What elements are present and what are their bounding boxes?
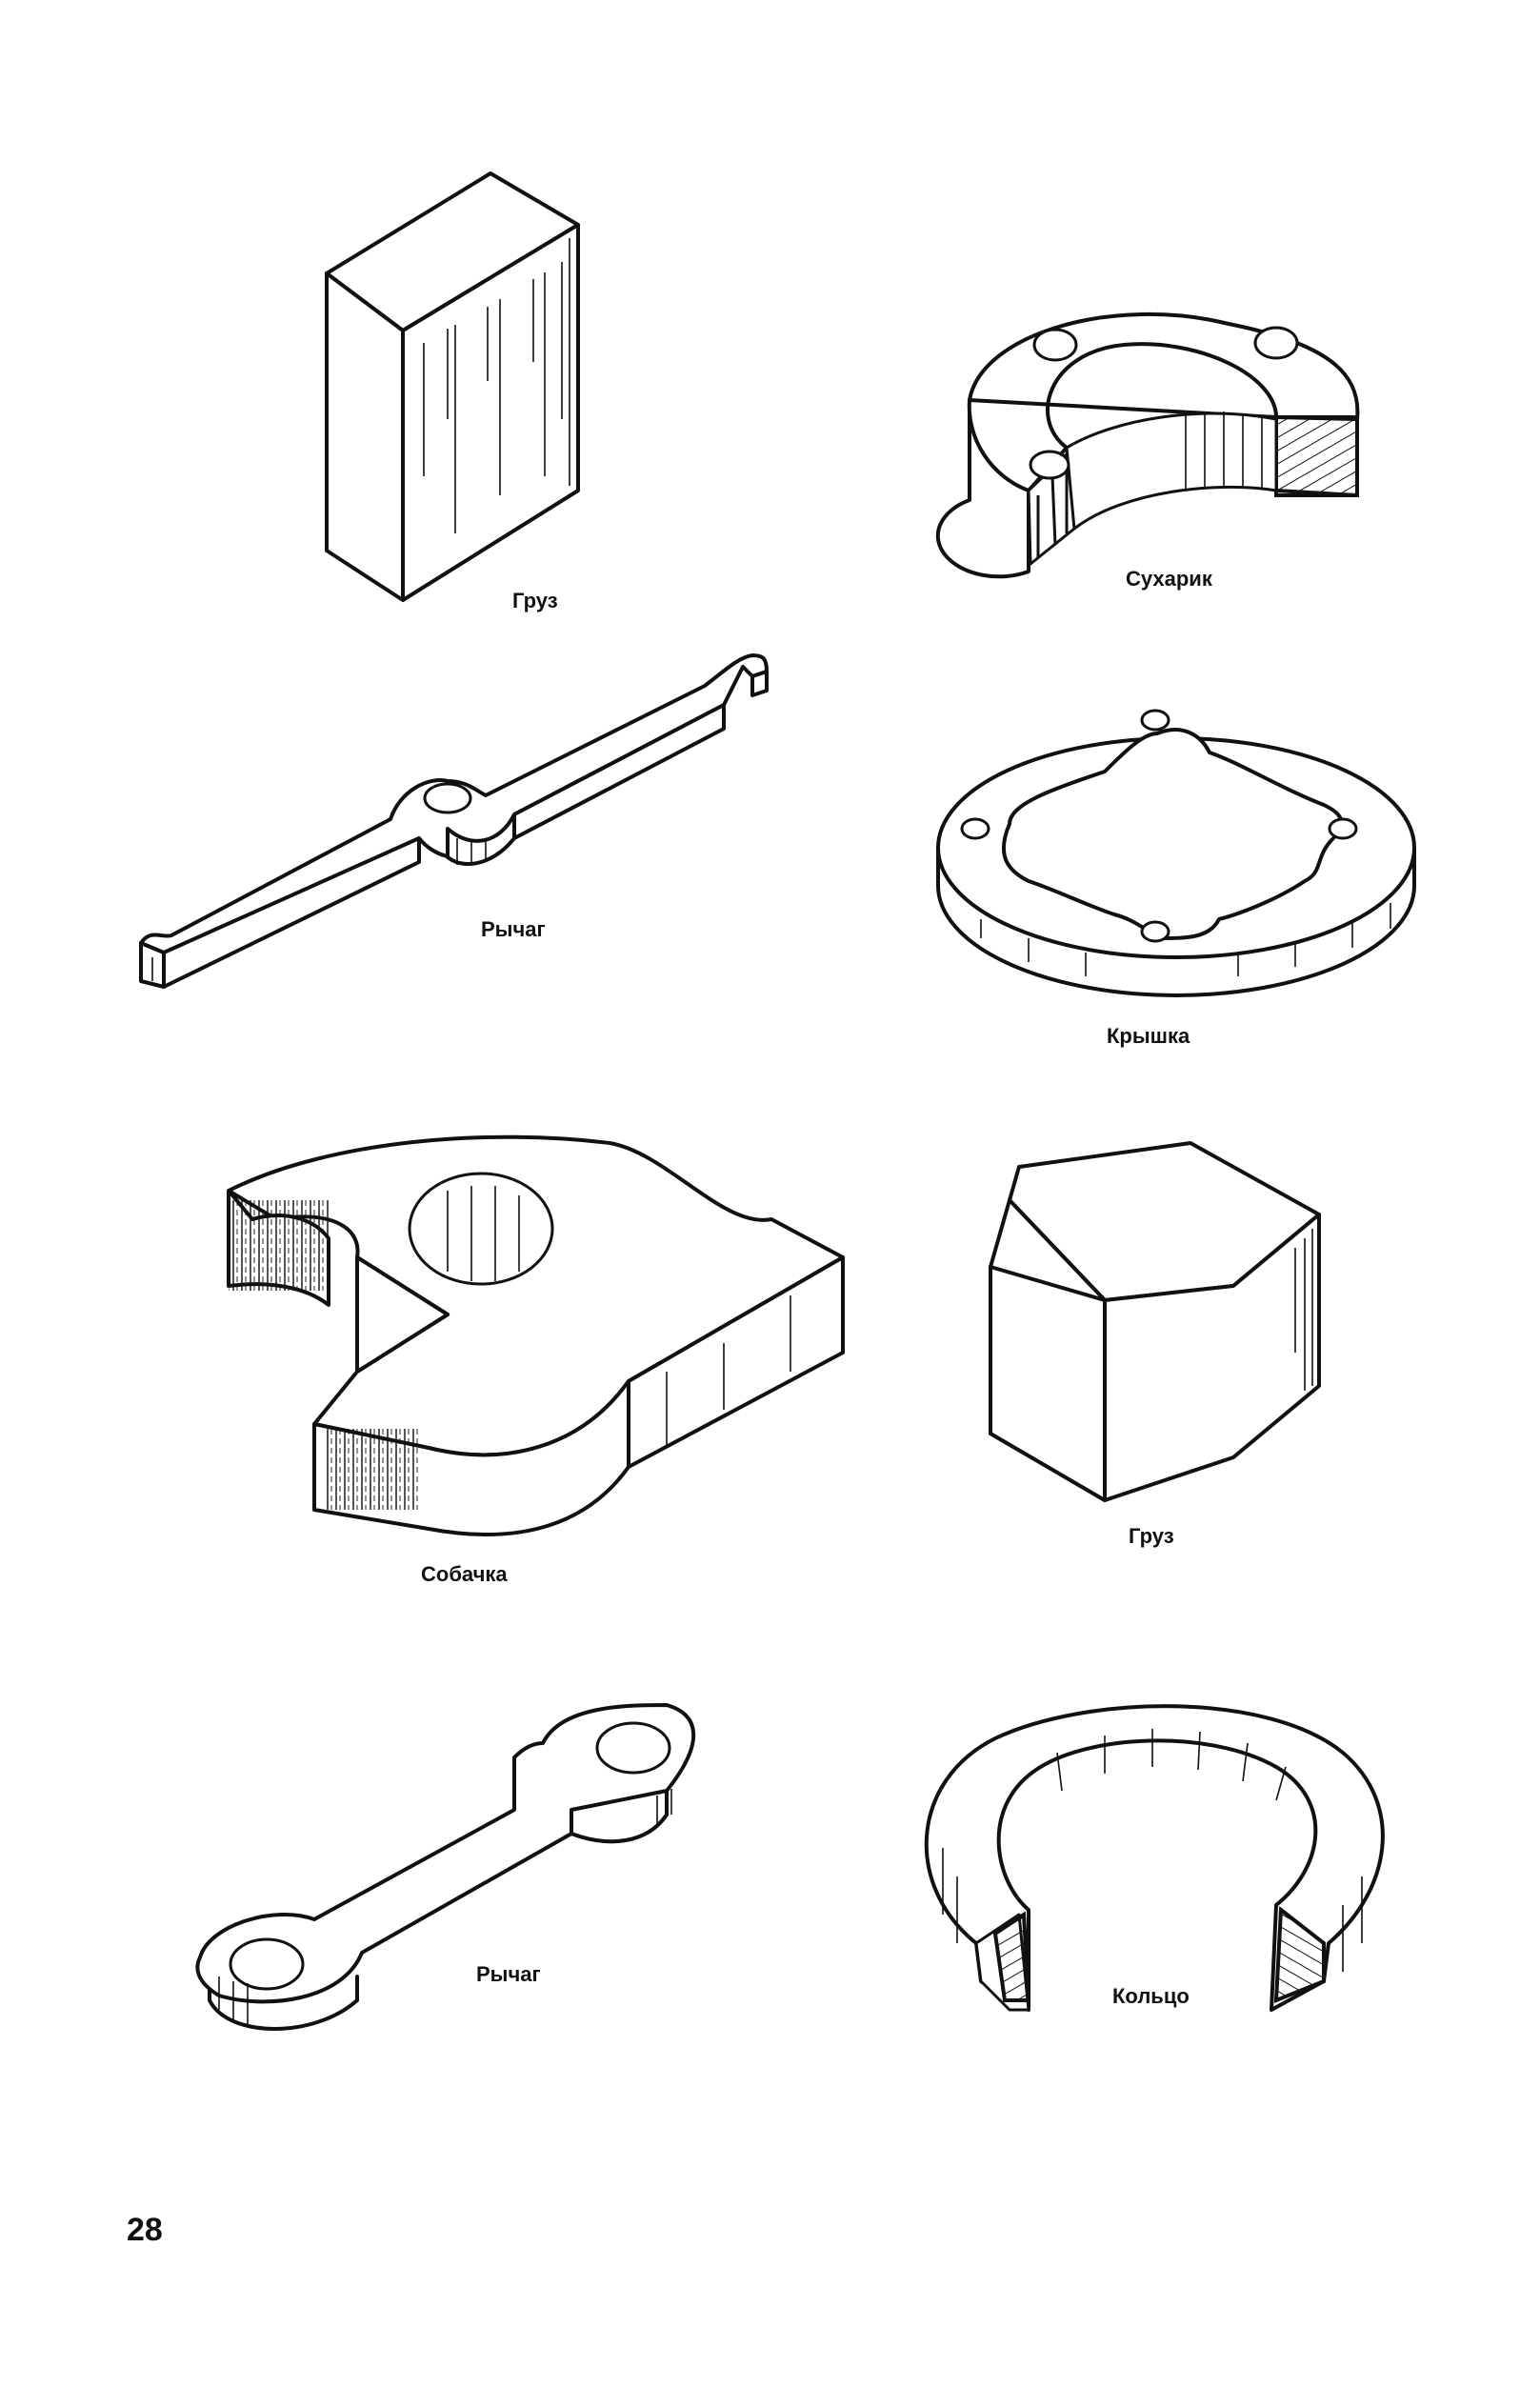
caption-rychag-short: Рычаг xyxy=(476,1962,541,1986)
weight-hex-drawing xyxy=(989,1141,1321,1502)
sukharik-drawing xyxy=(935,311,1360,579)
caption-sobachka: Собачка xyxy=(421,1562,508,1586)
kryshka-drawing xyxy=(936,709,1416,997)
caption-gruz-block: Груз xyxy=(512,589,558,612)
caption-gruz-hex: Груз xyxy=(1129,1524,1174,1548)
caption-sukharik: Сухарик xyxy=(1126,567,1212,591)
page-number: 28 xyxy=(127,2212,163,2248)
sobachka-drawing xyxy=(227,1134,845,1537)
lever-long-drawing xyxy=(139,653,769,989)
caption-koltso: Кольцо xyxy=(1112,1984,1190,2008)
caption-kryshka: Крышка xyxy=(1107,1024,1190,1048)
lever-short-drawing xyxy=(195,1703,696,2031)
weight-block-drawing xyxy=(325,171,580,602)
caption-rychag-long: Рычаг xyxy=(481,917,546,941)
koltso-drawing xyxy=(924,1704,1385,2012)
